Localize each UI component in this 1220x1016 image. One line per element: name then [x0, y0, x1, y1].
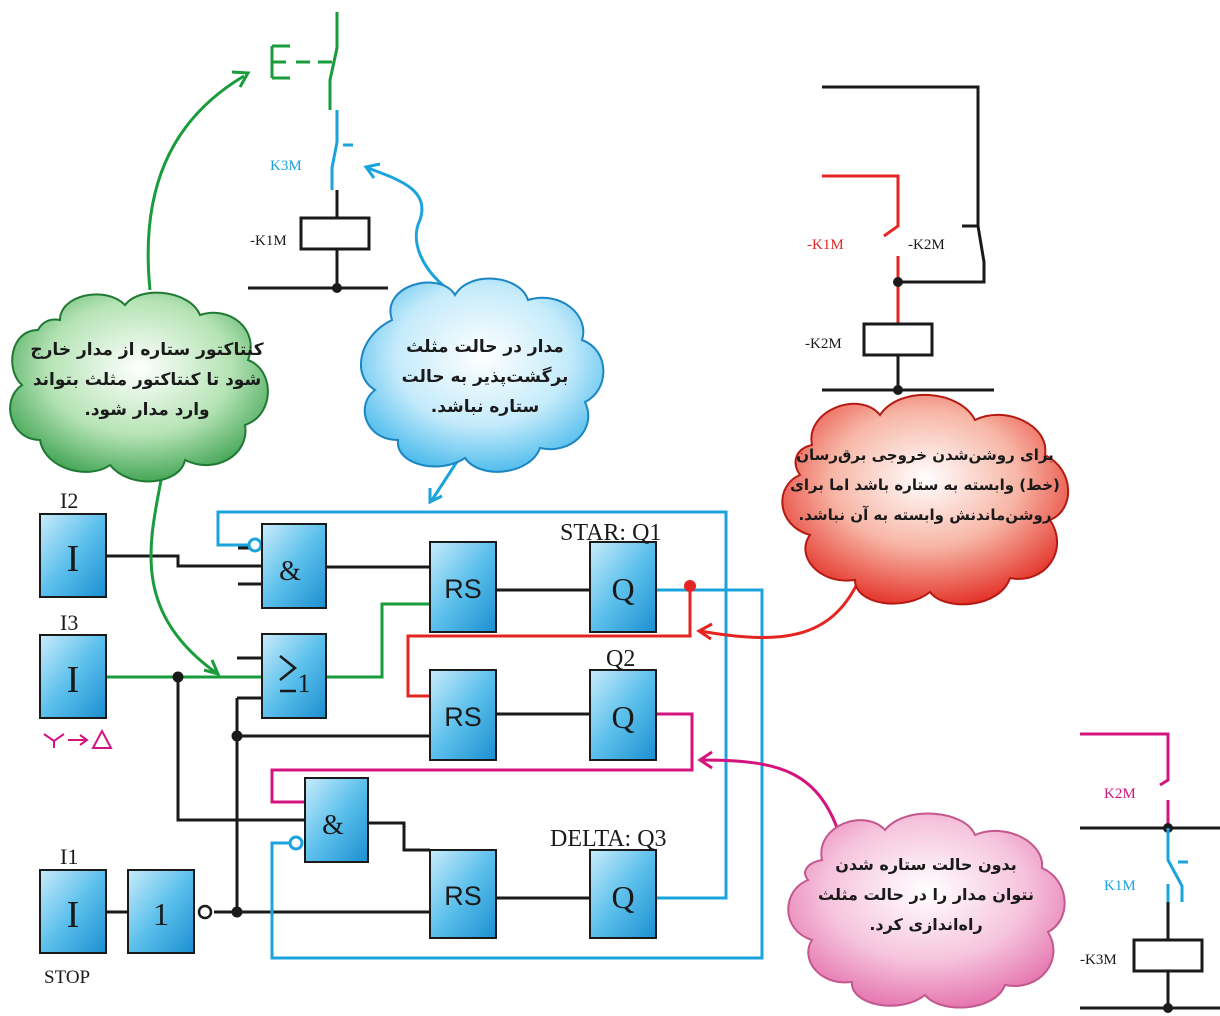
cloud-green — [9, 291, 269, 483]
negation-circle-top — [247, 537, 263, 553]
q2-box — [589, 669, 657, 761]
i2-glyph: I — [67, 538, 80, 580]
pink-arrow — [699, 758, 844, 843]
i1-label: I1 — [60, 844, 78, 869]
red-arrow — [699, 581, 860, 640]
right-circuit — [822, 85, 994, 395]
not-output-circle — [197, 904, 213, 920]
cloud-red — [781, 394, 1070, 606]
cloud-pink — [787, 812, 1066, 1009]
k1m-contact-blue — [1166, 828, 1188, 902]
i1-glyph: I — [67, 894, 80, 936]
and-top-glyph: & — [279, 556, 301, 587]
k3m-label: K3M — [270, 158, 302, 174]
green-arrow-up — [146, 74, 245, 291]
right-k2m-coil-label: -K2M — [805, 336, 842, 352]
k1m-contact-red — [822, 174, 900, 324]
k1m-coil — [299, 216, 371, 251]
i3-label: I3 — [60, 610, 78, 635]
rs2-glyph: RS — [444, 702, 482, 732]
i3-glyph: I — [67, 659, 80, 701]
rs3-glyph: RS — [444, 881, 482, 911]
star-delta-icon — [43, 728, 113, 749]
br-k2m-label: K2M — [1104, 786, 1136, 802]
q2-glyph: Q — [611, 699, 634, 735]
k1m-coil-label: -K1M — [250, 233, 287, 249]
bubble-pink-text: بدون حالت ستاره شدن نتوان مدار را در حال… — [818, 855, 1034, 934]
q3-box — [589, 849, 657, 939]
rs1-glyph: RS — [444, 574, 482, 604]
bubble-green-text: کنتاکتور ستاره از مدار خارج شود تا کنتاک… — [30, 340, 264, 420]
not-gate-box — [127, 869, 195, 954]
rs1-box — [429, 541, 497, 633]
top-circuit — [248, 12, 388, 293]
cloud-blue — [359, 277, 605, 473]
i2-label: I2 — [60, 488, 78, 513]
k3m-contact — [330, 110, 353, 190]
br-k1m-label: K1M — [1104, 878, 1136, 894]
bubble-blue-text: مدار در حالت مثلث برگشت‌پذیر به حالت ستا… — [401, 337, 569, 417]
or-glyph: 1 — [298, 669, 311, 698]
not-gate-glyph: 1 — [153, 896, 169, 932]
negation-circle-bottom — [288, 835, 304, 851]
and-gate-bottom-box — [304, 777, 369, 863]
and-bottom-glyph: & — [322, 810, 344, 841]
input-i1-box — [39, 869, 107, 954]
right-k2m-contact-label: -K2M — [908, 237, 945, 253]
and-gate-top-box — [261, 523, 327, 609]
q1-box — [589, 541, 657, 633]
rs2-box — [429, 669, 497, 761]
q1-glyph: Q — [611, 571, 634, 607]
stop-label: STOP — [44, 967, 90, 988]
input-i3-box — [39, 634, 107, 719]
bottom-right-circuit — [1080, 732, 1220, 1013]
k3m-coil — [1132, 938, 1204, 973]
blue-arrow-up — [367, 166, 455, 296]
input-i2-box — [39, 513, 107, 598]
q2-label: Q2 — [606, 646, 635, 672]
br-k3m-label: -K3M — [1080, 952, 1117, 968]
right-k1m-label: -K1M — [807, 237, 844, 253]
q3-label: DELTA: Q3 — [550, 826, 667, 852]
green-arrow-down — [149, 474, 216, 674]
q1-label: STAR: Q1 — [560, 520, 661, 546]
q3-glyph: Q — [611, 879, 634, 915]
emergency-switch — [328, 12, 339, 110]
or-ge-symbol — [279, 655, 298, 693]
bubble-red-text: برای روشن‌شدن خروجی برق‌رسان (خط) وابسته… — [790, 446, 1060, 524]
logic-blocks — [39, 513, 657, 954]
rs3-box — [429, 849, 497, 939]
k2m-coil — [862, 322, 934, 357]
or-gate-box — [261, 633, 327, 719]
junction-red — [684, 580, 696, 592]
